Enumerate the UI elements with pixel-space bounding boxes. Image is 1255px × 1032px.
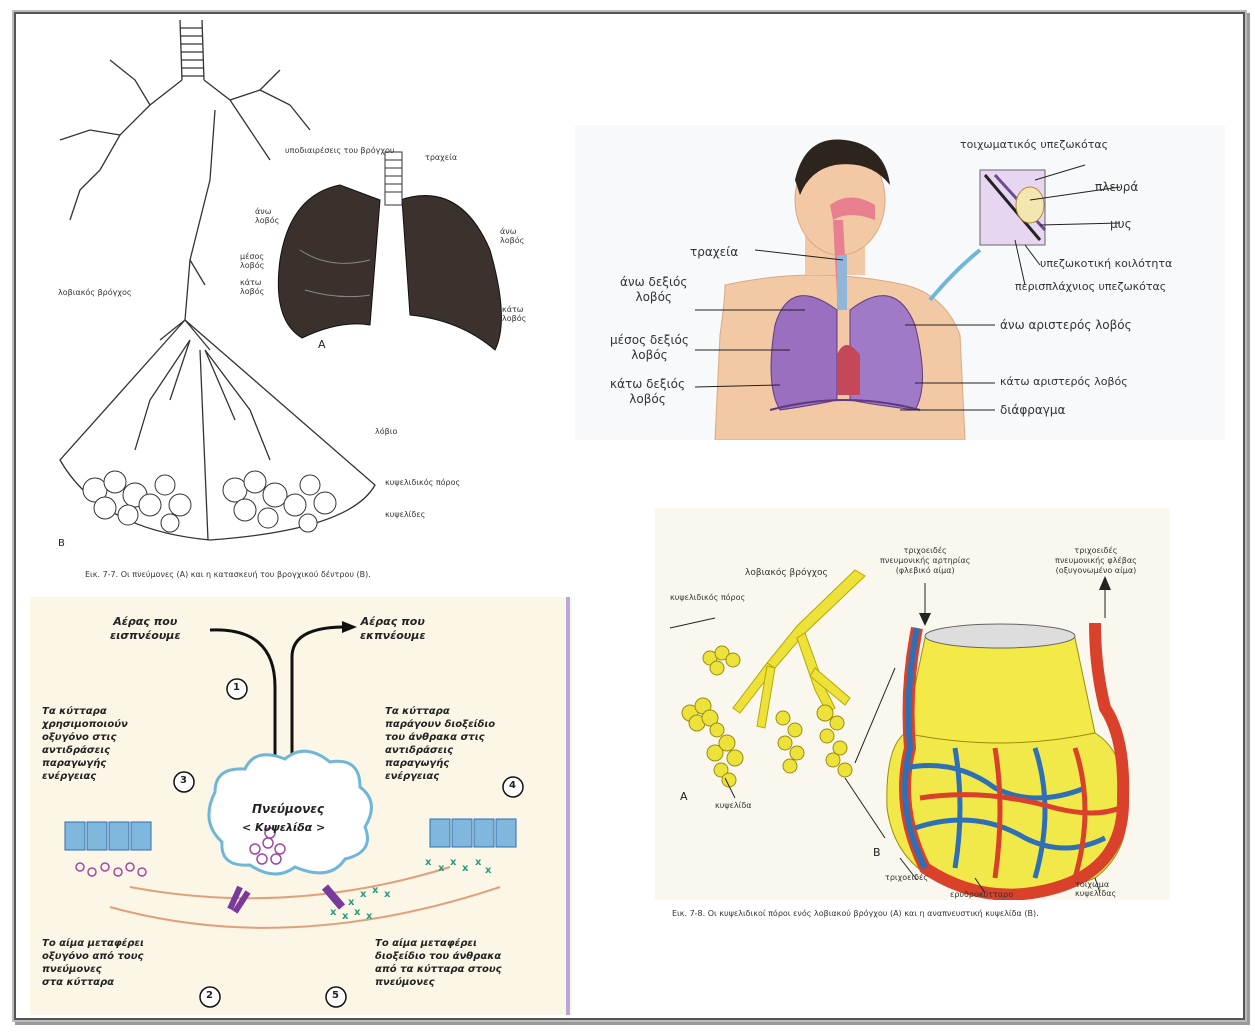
label-air-in: Αέρας που εισπνέουμε [110, 615, 181, 643]
svg-text:x: x [425, 857, 432, 868]
svg-text:x: x [342, 911, 349, 922]
label-letter-a-d: A [680, 790, 688, 803]
label-right-upper-lobe: άνω δεξιός λοβός [620, 275, 687, 305]
label-pulmonary-artery-capillary: τριχοειδές πνευμονικής αρτηρίας (φλεβικό… [880, 546, 970, 576]
panel-lungs-bronchial-tree: υποδιαιρέσεις του βρόγχου τραχεία άνω λο… [40, 20, 560, 590]
label-blood-carries-oxygen: Το αίμα μεταφέρει οξυγόνο από τους πνεύμ… [42, 937, 144, 989]
label-pleural-cavity: υπεζωκοτική κοιλότητα [1040, 257, 1172, 270]
label-alveolar-duct: κυψελιδικός πόρος [385, 478, 460, 487]
bronchial-tree-drawing [40, 20, 560, 590]
label-red-blood-cell: ερυθροκύτταρο [950, 890, 1013, 899]
caption-fig-7-7: Εικ. 7-7. Οι πνεύμονες (Α) και η κατασκε… [85, 570, 371, 579]
label-left-lower-lobe: κάτω αριστερός λοβός [1000, 375, 1128, 388]
label-lobular-bronchus: λοβιακός βρόγχος [58, 288, 132, 297]
svg-text:x: x [330, 907, 337, 918]
svg-text:x: x [354, 907, 361, 918]
label-alveolus-wall: τοίχωμα κυψελίδας [1075, 880, 1116, 898]
label-alveolar-duct-d: κυψελιδικός πόρος [670, 593, 745, 602]
svg-text:x: x [384, 889, 391, 900]
label-alveoli-d: κυψελίδα [715, 801, 752, 810]
svg-text:x: x [372, 885, 379, 896]
label-trachea-a: τραχεία [425, 153, 457, 162]
lungs-illustration [278, 152, 501, 350]
step-5: 5 [332, 990, 339, 1001]
label-muscle: μυς [1110, 217, 1132, 231]
label-capillary: τριχοειδές [885, 873, 928, 882]
label-letter-a: A [318, 338, 326, 351]
panel-alveolar-ducts: λοβιακός βρόγχος κυψελιδικός πόρος τριχο… [655, 508, 1170, 900]
label-cells-use-oxygen: Τα κύτταρα χρησιμοποιούν οξυγόνο στις αν… [42, 705, 128, 783]
caption-fig-7-8: Εικ. 7-8. Οι κυψελιδικοί πόροι ενός λοβι… [672, 908, 1152, 919]
label-letter-b-d: B [873, 846, 881, 859]
svg-text:x: x [366, 911, 373, 922]
step-4: 4 [509, 780, 516, 791]
step-3: 3 [180, 775, 187, 786]
label-lobular-bronchus-d: λοβιακός βρόγχος [745, 568, 828, 578]
svg-text:x: x [450, 857, 457, 868]
label-diaphragm: διάφραγμα [1000, 403, 1065, 417]
label-rib: πλευρά [1095, 180, 1138, 194]
label-alveolus: < Κυψελίδα > [242, 821, 325, 835]
label-air-out: Αέρας που εκπνέουμε [360, 615, 425, 643]
label-left-upper-lobe: άνω αριστερός λοβός [1000, 318, 1132, 332]
label-bronchi-subdivisions: υποδιαιρέσεις του βρόγχου [285, 146, 395, 155]
label-trachea-b: τραχεία [690, 245, 738, 259]
label-letter-b: B [58, 538, 65, 549]
label-lungs: Πνεύμονες [252, 802, 324, 816]
label-upper-lobe-left: άνω λοβός [255, 207, 279, 225]
label-blood-carries-co2: Το αίμα μεταφέρει διοξείδιο του άνθρακα … [375, 937, 502, 989]
label-alveoli: κυψελίδες [385, 510, 425, 519]
label-visceral-pleura: περισπλάχνιος υπεζωκότας [1015, 280, 1166, 293]
svg-text:x: x [485, 865, 492, 876]
label-cells-make-co2: Τα κύτταρα παράγουν διοξείδιο του άνθρακ… [385, 705, 495, 783]
label-pulmonary-vein-capillary: τριχοειδές πνευμονικής φλέβας (οξυγονωμέ… [1055, 546, 1137, 576]
label-right-lower-lobe: κάτω δεξιός λοβός [610, 377, 685, 407]
label-lower-lobe-left: κάτω λοβός [240, 278, 264, 296]
label-parietal-pleura: τοιχωματικός υπεζωκότας [960, 138, 1108, 151]
label-upper-lobe-right: άνω λοβός [500, 227, 524, 245]
svg-text:x: x [462, 863, 469, 874]
label-right-middle-lobe: μέσος δεξιός λοβός [610, 333, 689, 363]
step-2: 2 [206, 990, 213, 1001]
panel-torso-lungs: τοιχωματικός υπεζωκότας πλευρά μυς υπεζω… [575, 125, 1225, 440]
label-lower-lobe-right: κάτω λοβός [502, 305, 526, 323]
svg-text:x: x [438, 863, 445, 874]
label-lobe: λόβιο [375, 427, 397, 436]
step-1: 1 [233, 682, 240, 693]
svg-text:x: x [360, 889, 367, 900]
label-middle-lobe: μέσος λοβός [240, 252, 264, 270]
svg-text:x: x [475, 857, 482, 868]
